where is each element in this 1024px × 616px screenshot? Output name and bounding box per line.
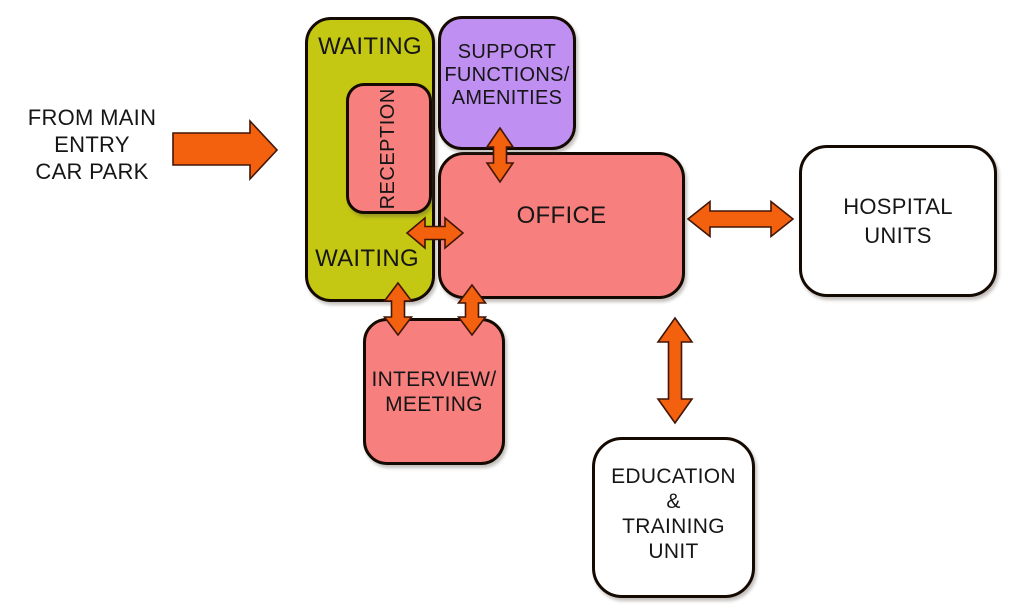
arrow-office-hospital-icon (686, 199, 795, 239)
node-education-training-unit: EDUCATION & TRAINING UNIT (592, 437, 755, 598)
node-hospital-units-label: HOSPITAL UNITS (843, 194, 953, 248)
node-waiting-label-top: WAITING (318, 33, 422, 60)
arrow-entry-to-waiting-icon (172, 118, 279, 182)
node-education-training-unit-label: EDUCATION & TRAINING UNIT (611, 464, 736, 563)
node-support-functions-label: SUPPORT FUNCTIONS/ AMENITIES (444, 40, 570, 109)
node-support-functions: SUPPORT FUNCTIONS/ AMENITIES (438, 16, 576, 150)
arrow-office-education-icon (656, 316, 694, 425)
node-reception-label: RECEPTION (377, 87, 400, 210)
node-office: OFFICE (438, 152, 685, 299)
node-hospital-units: HOSPITAL UNITS (799, 145, 997, 297)
node-waiting-label-bottom: WAITING (315, 244, 419, 272)
node-office-label: OFFICE (516, 202, 607, 230)
node-interview-meeting: INTERVIEW/ MEETING (363, 318, 505, 465)
entry-label: FROM MAIN ENTRY CAR PARK (27, 105, 157, 184)
node-interview-meeting-label: INTERVIEW/ MEETING (371, 367, 497, 416)
node-reception: RECEPTION (346, 83, 432, 214)
